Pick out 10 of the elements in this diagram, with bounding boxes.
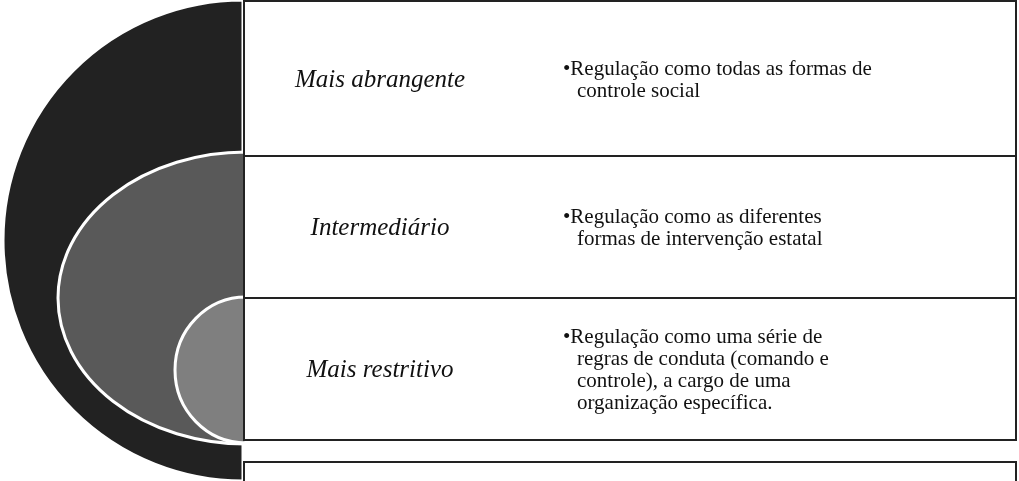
row-heading: Intermediário (309, 213, 451, 241)
row-panel (243, 297, 1017, 441)
row-heading: Mais restritivo (305, 355, 455, 383)
bullet-text: •Regulação como todas as formas de controle social (563, 56, 873, 101)
row-panel (243, 155, 1017, 299)
bullet-text: •Regulação como uma série de regras de conduta (comando e controle), a cargo de uma organização específica. (563, 325, 830, 413)
bullet-text: •Regulação como as diferentes formas de intervenção estatal (563, 205, 824, 249)
row-panel (243, 461, 1017, 481)
row-heading: Mais abrangente (293, 64, 467, 93)
row-panel (243, 0, 1017, 157)
